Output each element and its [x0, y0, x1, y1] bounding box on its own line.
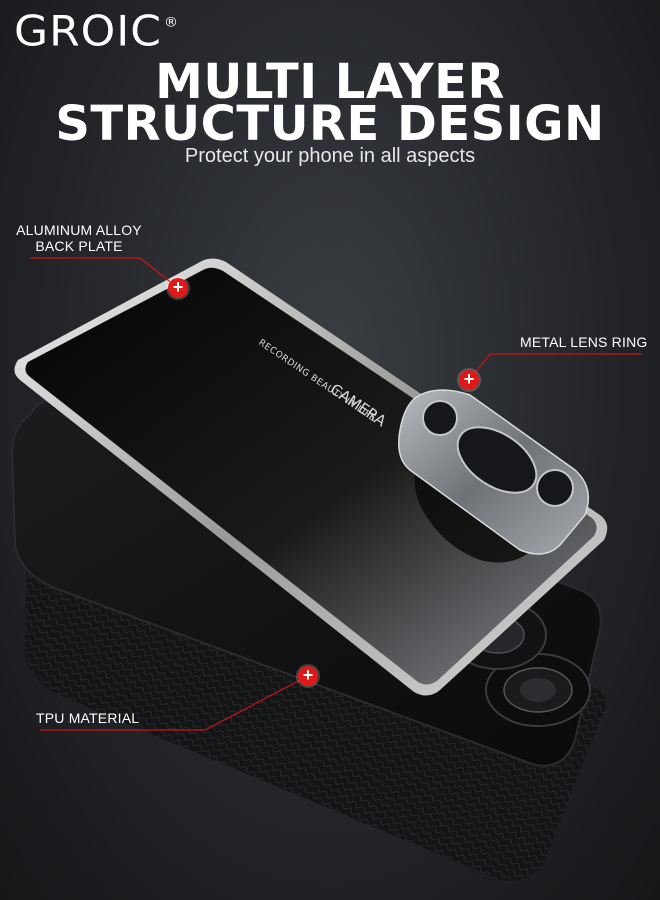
subtitle: Protect your phone in all aspects — [184, 145, 476, 167]
callout-aluminum-alloy: ALUMINUM ALLOY BACK PLATE — [14, 222, 144, 254]
callout-aluminum-line-1: ALUMINUM ALLOY — [16, 222, 142, 238]
callout-lines — [30, 257, 642, 731]
callout-aluminum-line-2: BACK PLATE — [35, 238, 123, 254]
metal-lens-ring — [398, 389, 590, 555]
plus-icon: + — [168, 278, 188, 298]
plus-icon: + — [298, 666, 318, 686]
callout-metal-lens-ring: METAL LENS RING — [520, 334, 648, 350]
registered-mark: ® — [164, 15, 179, 31]
brand-logo: GROIC® — [14, 7, 179, 55]
plus-icon: + — [459, 370, 479, 390]
headline-line-1: MULTI LAYER — [155, 54, 505, 110]
headline-line-2: STRUCTURE DESIGN — [55, 96, 605, 152]
callout-tpu-material: TPU MATERIAL — [36, 710, 140, 726]
brand-name: GROIC — [14, 7, 162, 56]
